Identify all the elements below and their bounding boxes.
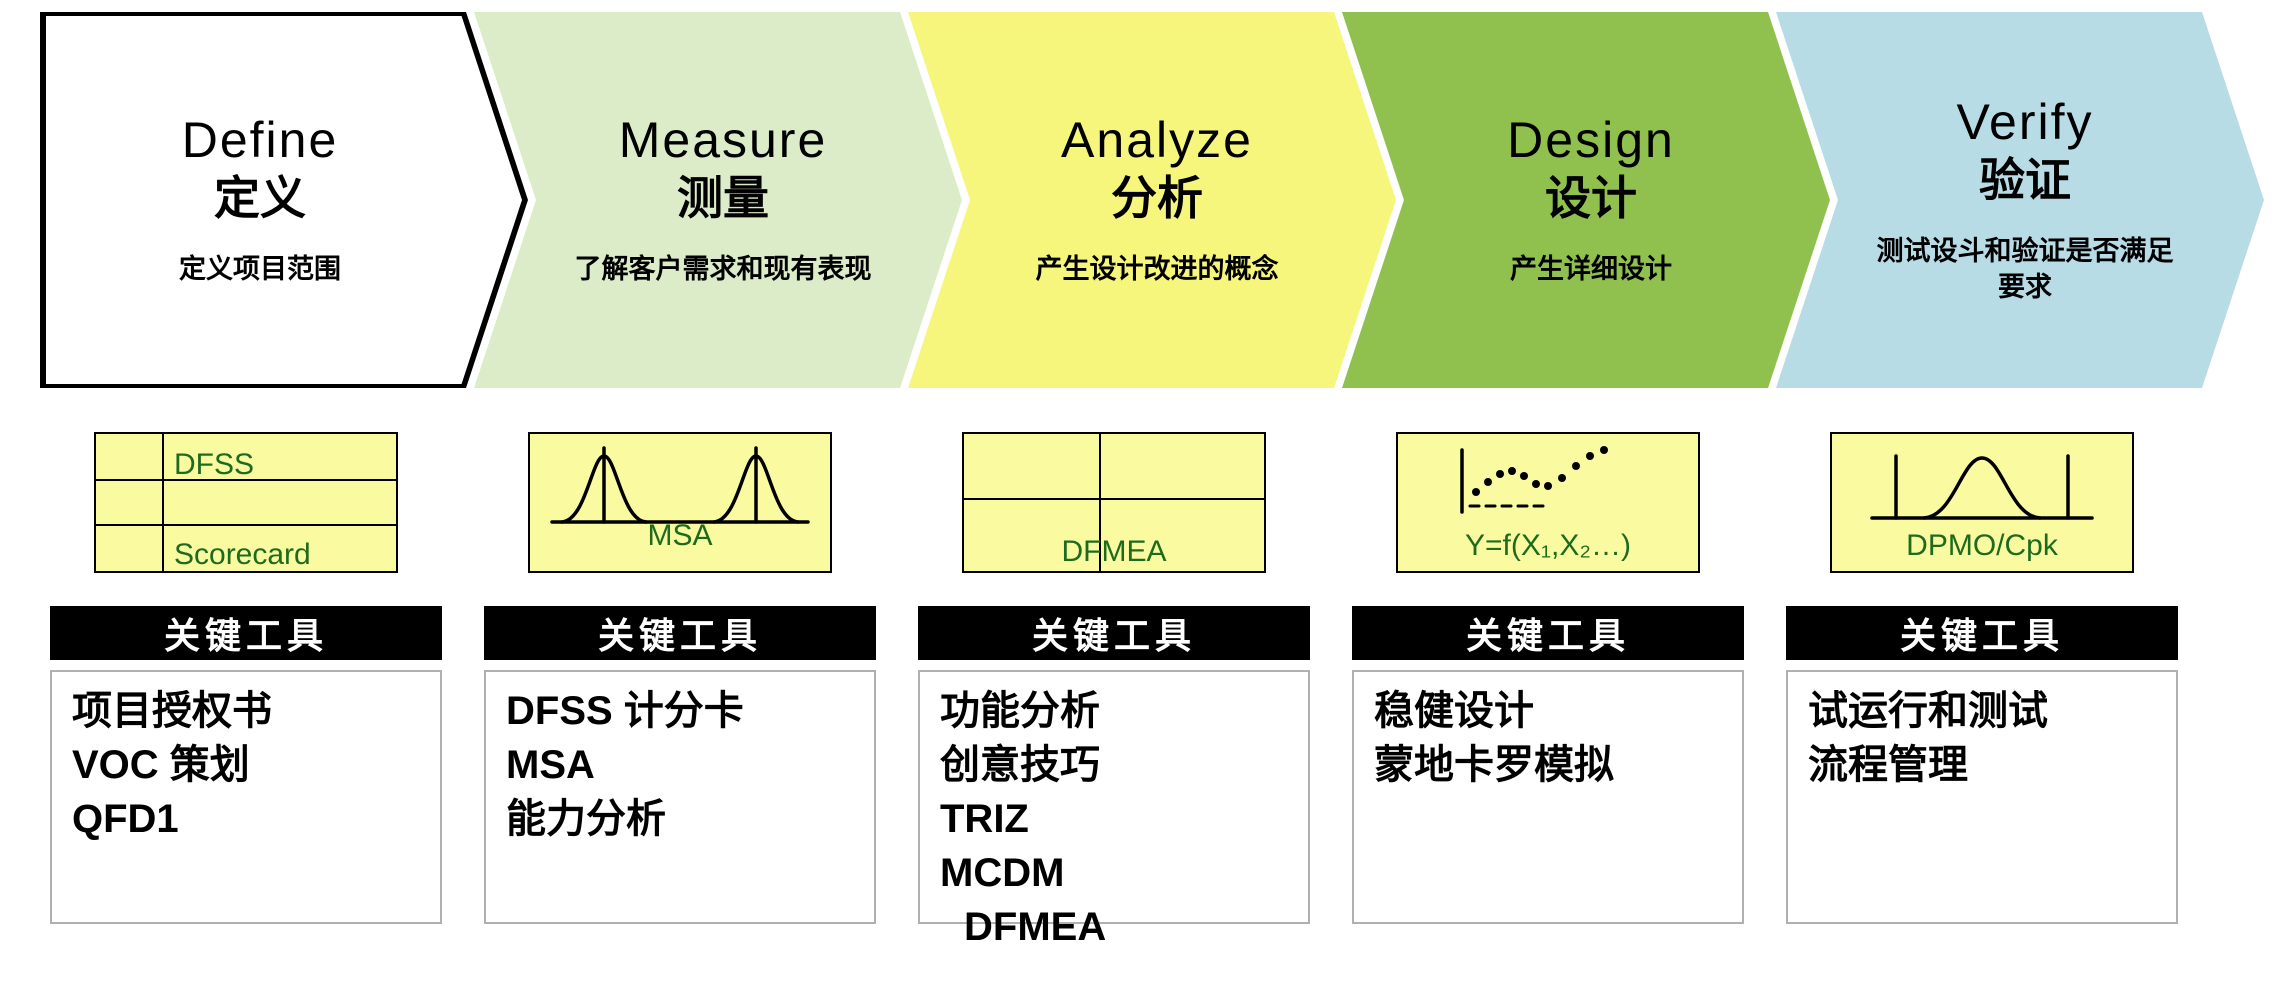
phase-chevron-define: Define 定义 定义项目范围 xyxy=(40,12,528,388)
tool-item: VOC 策划 xyxy=(72,743,250,787)
phase-title-cn: 设计 xyxy=(1545,171,1637,224)
tools-panel-design: 稳健设计 蒙地卡罗模拟 xyxy=(1352,670,1744,924)
icon-label-dfss: DFSS xyxy=(174,448,255,481)
tool-item: 创意技巧 xyxy=(940,743,1100,787)
phase-title-cn: 定义 xyxy=(214,171,306,224)
tool-item: TRIZ xyxy=(940,797,1029,841)
tool-icon-box-verify: DPMO/Cpk xyxy=(1830,432,2134,573)
icon-label-scorecard: Scorecard xyxy=(174,538,311,571)
key-tools-bar-verify: 关键工具 xyxy=(1786,606,2178,660)
tool-item: 稳健设计 xyxy=(1374,689,1534,733)
phase-text-analyze: Analyze 分析 产生设计改进的概念 xyxy=(908,12,1396,388)
two-bell-curves-icon xyxy=(550,446,810,524)
tool-icon-box-define: DFSS Scorecard xyxy=(94,432,398,573)
chevron-shape xyxy=(1342,12,1830,388)
icon-label-dfmea: DFMEA xyxy=(1061,535,1167,568)
tool-item: DFMEA xyxy=(964,905,1107,949)
phase-subtitle: 定义项目范围 xyxy=(179,253,341,284)
key-tools-label: 关键工具 xyxy=(163,615,328,656)
tool-item: 功能分析 xyxy=(940,689,1100,733)
icon-label-dpmo-cpk: DPMO/Cpk xyxy=(1906,529,2058,562)
tool-item: QFD1 xyxy=(72,797,179,841)
phase-text-measure: Measure 测量 了解客户需求和现有表现 xyxy=(474,12,962,388)
tools-panel-measure: DFSS 计分卡 MSA 能力分析 xyxy=(484,670,876,924)
phase-title-en: Measure xyxy=(618,111,828,168)
tool-item: MCDM xyxy=(940,851,1065,895)
key-tools-bar-define: 关键工具 xyxy=(50,606,442,660)
phase-text-verify: Verify 验证 测试设斗和验证是否满足要求 xyxy=(1776,12,2264,388)
phase-title-en: Analyze xyxy=(1061,111,1253,168)
phase-title-en: Design xyxy=(1507,111,1675,168)
tools-panel-analyze: 功能分析 创意技巧 TRIZ MCDM DFMEA xyxy=(918,670,1310,949)
tool-item: 流程管理 xyxy=(1808,743,1968,787)
phase-chevron-measure: Measure 测量 了解客户需求和现有表现 xyxy=(474,12,962,388)
tool-item: 项目授权书 xyxy=(72,689,272,733)
phase-title-cn: 分析 xyxy=(1111,171,1203,224)
tools-panel-verify: 试运行和测试 流程管理 xyxy=(1786,670,2178,924)
scatter-curve-plot-icon xyxy=(1460,446,1608,514)
phase-title-cn: 测量 xyxy=(677,171,769,224)
phase-title-en: Verify xyxy=(1956,93,2094,150)
tool-item: DFSS 计分卡 xyxy=(506,689,744,733)
icon-label-msa: MSA xyxy=(647,519,713,552)
phase-chevron-design: Design 设计 产生详细设计 xyxy=(1342,12,1830,388)
phase-chevron-analyze: Analyze 分析 产生设计改进的概念 xyxy=(908,12,1396,388)
key-tools-label: 关键工具 xyxy=(1899,615,2064,656)
chevron-shape xyxy=(46,16,522,384)
tool-item: 试运行和测试 xyxy=(1808,689,2048,733)
phase-text-define: Define 定义 定义项目范围 xyxy=(40,12,528,388)
tool-icon-box-analyze: DFMEA xyxy=(962,432,1266,573)
tool-item: 蒙地卡罗模拟 xyxy=(1374,743,1614,787)
key-tools-label: 关键工具 xyxy=(1031,615,1196,656)
phase-text-design: Design 设计 产生详细设计 xyxy=(1342,12,1830,388)
tool-item: 能力分析 xyxy=(506,797,666,841)
phase-title-en: Define xyxy=(181,111,339,168)
phase-title-cn: 验证 xyxy=(1979,153,2071,206)
icon-label-yfx: Y=f(X₁,X₂…) xyxy=(1465,529,1631,562)
phase-subtitle: 产生详细设计 xyxy=(1510,253,1672,284)
key-tools-label: 关键工具 xyxy=(597,615,762,656)
capability-curve-icon xyxy=(1870,454,2094,520)
chevron-shape xyxy=(474,12,962,388)
key-tools-bar-analyze: 关键工具 xyxy=(918,606,1310,660)
chevron-shape xyxy=(1776,12,2264,388)
phase-subtitle: 产生设计改进的概念 xyxy=(1035,253,1279,284)
tool-icon-box-design: Y=f(X₁,X₂…) xyxy=(1396,432,1700,573)
tools-panel-define: 项目授权书 VOC 策划 QFD1 xyxy=(50,670,442,924)
tool-icon-box-measure: MSA xyxy=(528,432,832,573)
phase-subtitle: 了解客户需求和现有表现 xyxy=(574,253,872,284)
phase-subtitle: 测试设斗和验证是否满足要求 xyxy=(1876,235,2174,302)
key-tools-bar-measure: 关键工具 xyxy=(484,606,876,660)
tool-item: MSA xyxy=(506,743,595,787)
phase-chevron-verify: Verify 验证 测试设斗和验证是否满足要求 xyxy=(1776,12,2264,388)
key-tools-label: 关键工具 xyxy=(1465,615,1630,656)
key-tools-bar-design: 关键工具 xyxy=(1352,606,1744,660)
chevron-shape xyxy=(908,12,1396,388)
